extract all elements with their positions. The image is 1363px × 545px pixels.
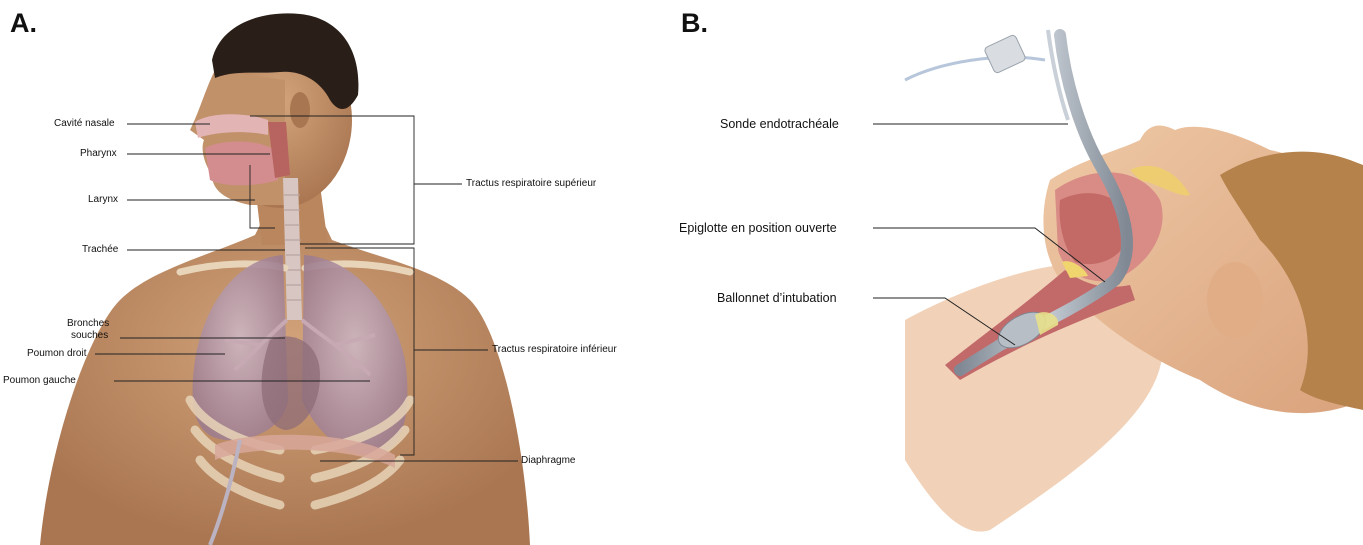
label-nasal-cavity: Cavité nasale: [54, 118, 115, 129]
label-cuff: Ballonnet d’intubation: [717, 291, 837, 305]
label-larynx: Larynx: [88, 194, 118, 205]
label-left-lung: Poumon gauche: [3, 375, 76, 386]
oral-cavity: [205, 142, 278, 186]
label-upper-tract: Tractus respiratoire supérieur: [466, 178, 596, 189]
label-diaphragm: Diaphragme: [521, 455, 575, 466]
ear: [290, 92, 310, 128]
label-pharynx: Pharynx: [80, 148, 117, 159]
label-main-bronchi-line2: souches: [71, 330, 108, 341]
label-lower-tract: Tractus respiratoire inférieur: [492, 344, 617, 355]
label-main-bronchi-line1: Bronches: [67, 318, 109, 329]
label-trachea: Trachée: [82, 244, 118, 255]
panel-b-letter: B.: [681, 8, 708, 39]
label-endotracheal-tube: Sonde endotrachéale: [720, 117, 839, 131]
label-epiglottis: Epiglotte en position ouverte: [679, 221, 837, 235]
label-right-lung: Poumon droit: [27, 348, 86, 359]
